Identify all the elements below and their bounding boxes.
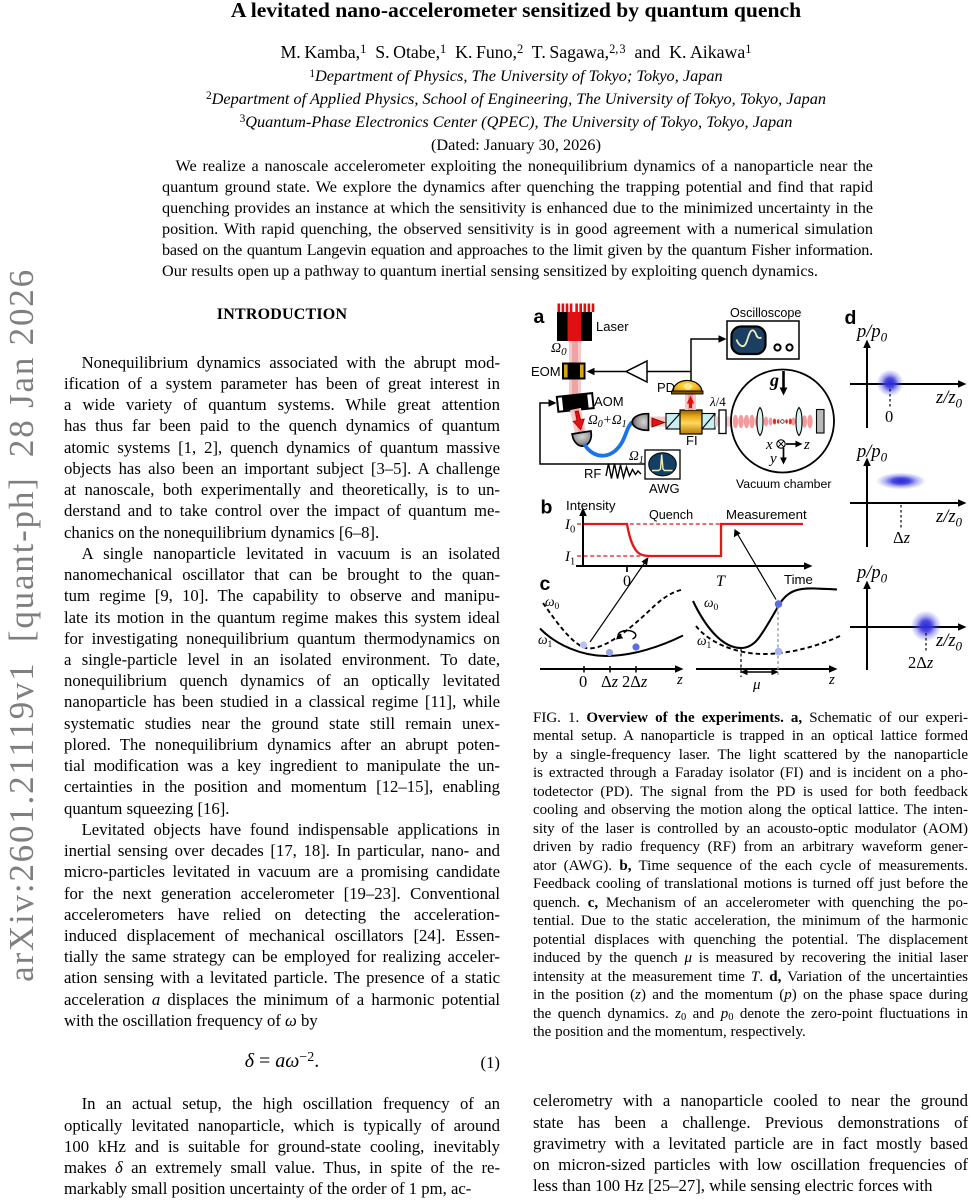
svg-text:Laser: Laser (596, 319, 629, 334)
svg-text:I1: I1 (564, 549, 575, 568)
svg-text:Δz: Δz (601, 672, 619, 691)
svg-text:Oscilloscope: Oscilloscope (730, 306, 801, 320)
svg-text:EOM: EOM (531, 364, 561, 379)
svg-text:2Δz: 2Δz (908, 653, 934, 672)
svg-text:Quench: Quench (649, 508, 693, 522)
svg-text:x: x (765, 437, 773, 453)
svg-text:p/p0: p/p0 (855, 442, 888, 465)
svg-text:b: b (541, 497, 553, 519)
svg-text:T: T (716, 573, 726, 590)
svg-text:ω1: ω1 (697, 633, 712, 651)
svg-text:z/z0: z/z0 (935, 388, 963, 411)
svg-text:z/z0: z/z0 (935, 507, 963, 530)
svg-text:AOM: AOM (594, 394, 624, 409)
svg-text:p/p0: p/p0 (855, 322, 888, 345)
svg-text:0: 0 (623, 573, 631, 590)
svg-text:0: 0 (579, 672, 587, 691)
svg-text:a: a (534, 306, 545, 328)
svg-text:λ/4: λ/4 (709, 394, 726, 409)
svg-text:μ: μ (752, 677, 761, 693)
svg-text:g: g (769, 370, 779, 390)
svg-text:z: z (803, 437, 810, 453)
svg-text:RF: RF (584, 466, 601, 481)
svg-text:d: d (845, 307, 857, 329)
svg-text:AWG: AWG (649, 481, 680, 496)
svg-text:y: y (768, 451, 777, 467)
svg-text:0: 0 (885, 407, 893, 426)
svg-text:Measurement: Measurement (726, 507, 807, 522)
svg-text:Time: Time (784, 572, 813, 587)
svg-text:Ω0+Ω1: Ω0+Ω1 (588, 412, 627, 430)
svg-text:z/z0: z/z0 (935, 631, 963, 654)
svg-text:ω1: ω1 (538, 632, 553, 650)
svg-text:Δz: Δz (893, 528, 911, 547)
svg-text:2Δz: 2Δz (622, 672, 648, 691)
svg-text:z: z (828, 672, 835, 688)
svg-text:ω0: ω0 (704, 595, 719, 613)
svg-text:I0: I0 (564, 517, 575, 536)
svg-text:p/p0: p/p0 (855, 563, 888, 586)
svg-text:c: c (540, 573, 551, 595)
svg-text:Vacuum chamber: Vacuum chamber (736, 477, 831, 491)
svg-text:PD: PD (657, 380, 675, 395)
svg-text:z: z (676, 672, 683, 688)
svg-text:FI: FI (686, 433, 698, 448)
svg-text:Intensity: Intensity (566, 498, 616, 513)
svg-text:Ω0: Ω0 (551, 341, 567, 358)
